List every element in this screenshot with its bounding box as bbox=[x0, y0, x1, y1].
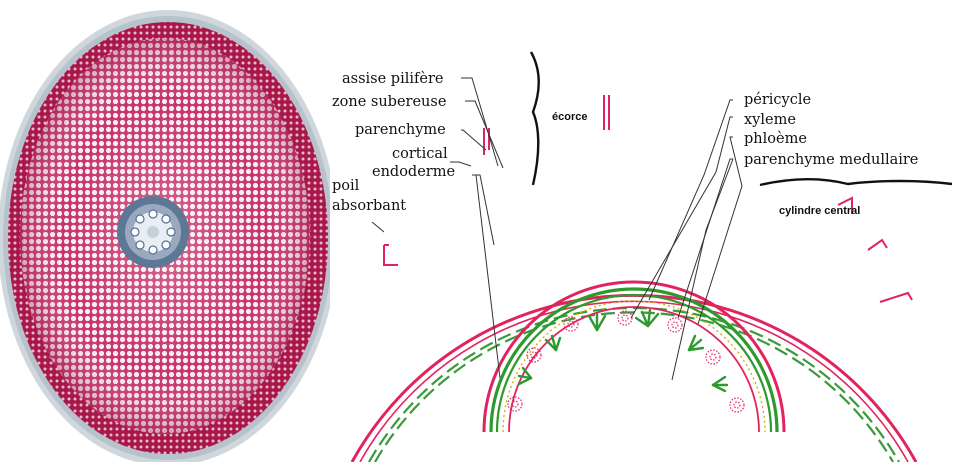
label-cortical: cortical bbox=[392, 146, 448, 162]
label-parenchyme-medullaire: parenchyme medullaire bbox=[744, 152, 918, 168]
stele-outer-red-arc bbox=[484, 282, 784, 432]
label-phloeme: phloème bbox=[744, 131, 807, 147]
label-parenchyme: parenchyme bbox=[355, 122, 446, 138]
endoderm-arc-outer bbox=[369, 308, 899, 462]
label-absorbant: absorbant bbox=[332, 198, 406, 214]
label-poil: poil bbox=[332, 178, 360, 194]
label-zone-subereuse: zone subereuse bbox=[332, 94, 446, 110]
label-endoderme: endoderme bbox=[372, 164, 455, 180]
outer-epidermis-arc bbox=[352, 295, 916, 462]
label-assise-pilifere: assise pilifère bbox=[342, 71, 443, 87]
label-pericycle: péricycle bbox=[744, 92, 811, 108]
ecorce-bracket bbox=[531, 52, 539, 185]
root-hairs bbox=[384, 95, 912, 302]
label-cylindre-central: cylindre central bbox=[779, 205, 860, 217]
xylem-bundles bbox=[519, 310, 727, 391]
label-ecorce: écorce bbox=[552, 111, 587, 123]
label-xyleme: xyleme bbox=[744, 112, 796, 128]
endoderm-arc-inner bbox=[375, 312, 893, 462]
cylindre-central-bracket bbox=[760, 179, 952, 185]
